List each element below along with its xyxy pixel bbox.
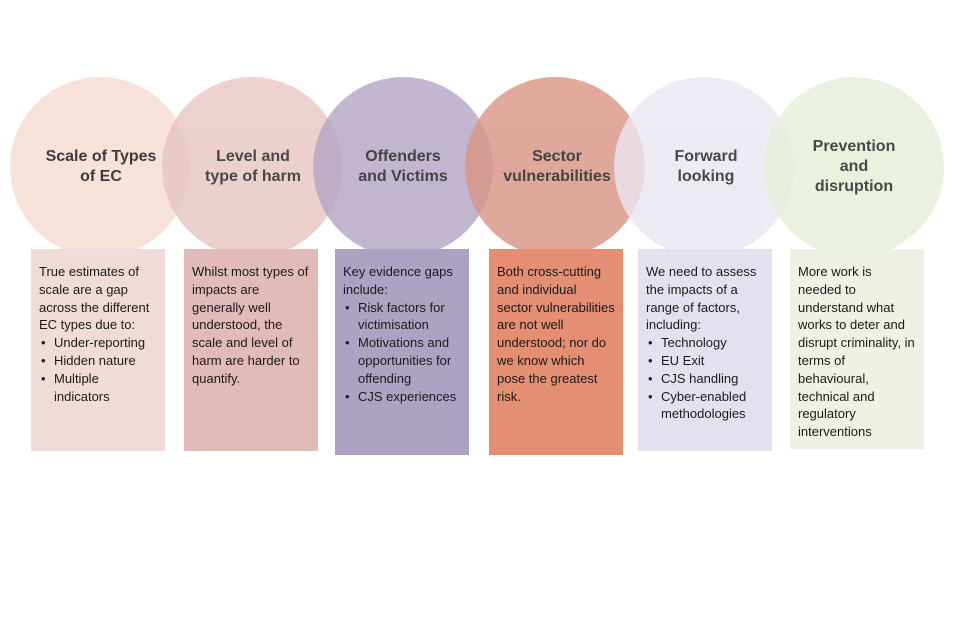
stage-bullet-list: Risk factors for victimisationMotivation… [343,299,461,406]
stage-title: Scale of Types of EC [45,148,157,185]
bullet-item: CJS experiences [343,388,461,406]
stage-circle-offenders-and-victims: Offenders and Victims [313,77,493,257]
stage-title: Offenders and Victims [358,148,448,185]
stage-description: More work is needed to understand what w… [798,264,915,440]
bullet-item: Risk factors for victimisation [343,299,461,335]
bullet-item: Under-reporting [39,334,157,352]
stage-description: Both cross-cutting and individual sector… [497,264,615,404]
stage-description: We need to assess the impacts of a range… [646,264,757,333]
stage-description: True estimates of scale are a gap across… [39,264,150,333]
stage-title: Prevention and disruption [812,138,896,195]
bullet-item: EU Exit [646,352,764,370]
stage-box-offenders-and-victims: Key evidence gaps include:Risk factors f… [335,249,469,455]
stage-box-scale-of-types-of-ec: True estimates of scale are a gap across… [31,249,165,451]
bullet-item: Multiple indicators [39,370,157,406]
stage-description: Key evidence gaps include: [343,264,453,297]
stage-bullet-list: TechnologyEU ExitCJS handlingCyber-enabl… [646,334,764,423]
bullet-item: Technology [646,334,764,352]
stage-box-level-and-type-of-harm: Whilst most types of impacts are general… [184,249,318,451]
stage-title: Sector vulnerabilities [503,148,611,185]
bullet-item: Cyber-enabled methodologies [646,388,764,424]
stage-title: Level and type of harm [204,148,301,185]
bullet-item: CJS handling [646,370,764,388]
stage-box-sector-vulnerabilities: Both cross-cutting and individual sector… [489,249,623,455]
stage-box-forward-looking: We need to assess the impacts of a range… [638,249,772,451]
stage-circle-prevention-and-disruption: Prevention and disruption [764,77,944,257]
stage-bullet-list: Under-reportingHidden natureMultiple ind… [39,334,157,405]
stage-box-prevention-and-disruption: More work is needed to understand what w… [790,249,924,449]
bullet-item: Motivations and opportunities for offend… [343,334,461,387]
stage-circle-level-and-type-of-harm: Level and type of harm [162,77,342,257]
stage-description: Whilst most types of impacts are general… [192,264,309,386]
bullet-item: Hidden nature [39,352,157,370]
stage-title: Forward looking [674,148,738,185]
stage-circle-scale-of-types-of-ec: Scale of Types of EC [10,77,190,257]
